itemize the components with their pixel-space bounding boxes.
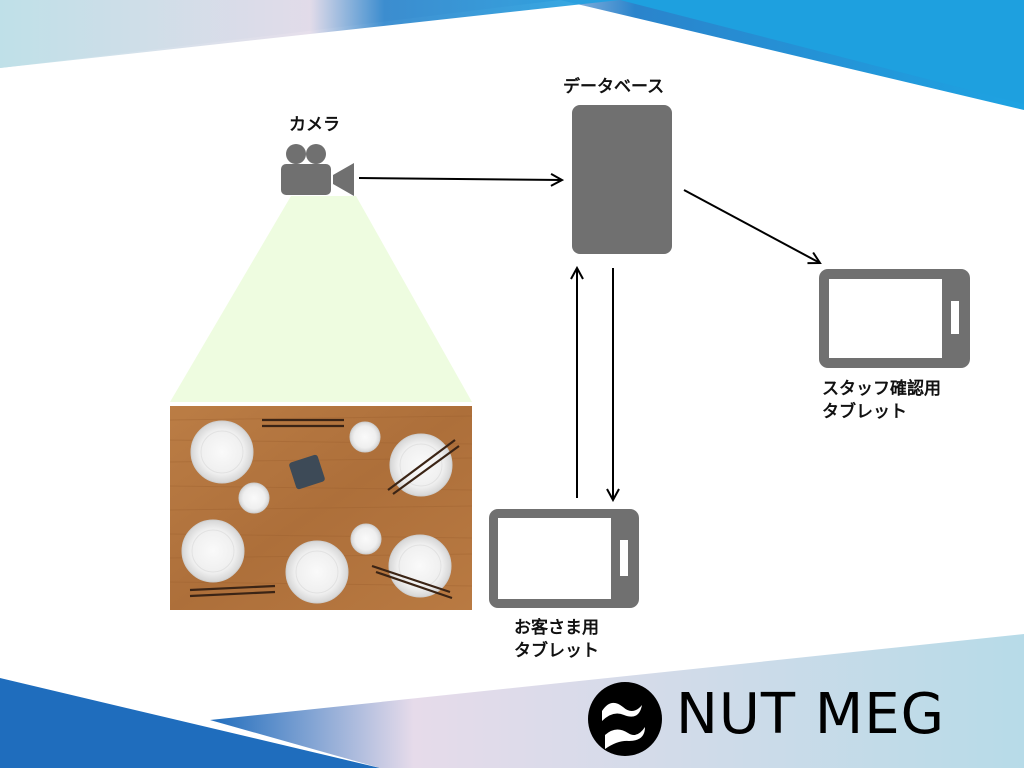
customer-tablet-label: お客さま用 タブレット [514,617,599,663]
chopsticks [387,439,460,495]
table-photo [169,406,473,610]
staff-tablet-label-line2: タブレット [822,402,907,422]
staff-tablet-label: スタッフ確認用 タブレット [822,378,941,424]
customer-tablet-icon [489,509,639,608]
chopsticks [262,418,344,428]
bottom-band-decoration [0,678,380,768]
small-dish [289,454,325,490]
small-bowl [349,421,381,453]
brand-name: NUT MEG [676,682,945,747]
small-bowl [350,523,382,555]
database-label: データベース [563,77,665,97]
camera-label: カメラ [289,115,340,135]
chopsticks [371,564,453,600]
plate [285,540,349,604]
camera-view-cone [170,196,472,402]
top-band-right [620,0,1024,104]
arrow-camera-to-database [358,178,562,180]
plate [181,519,245,583]
customer-tablet-label-line1: お客さま用 [514,618,599,638]
video-camera-icon [281,144,354,196]
plate [190,420,254,484]
top-band-left [0,0,620,68]
database-icon [572,105,672,254]
staff-tablet-icon [819,269,970,368]
chopsticks [189,584,276,598]
nutmeg-logo-icon [588,682,662,756]
arrow-database-to-staff-tablet [683,189,820,263]
customer-tablet-label-line2: タブレット [514,641,599,661]
staff-tablet-label-line1: スタッフ確認用 [822,379,941,399]
small-bowl [238,482,270,514]
